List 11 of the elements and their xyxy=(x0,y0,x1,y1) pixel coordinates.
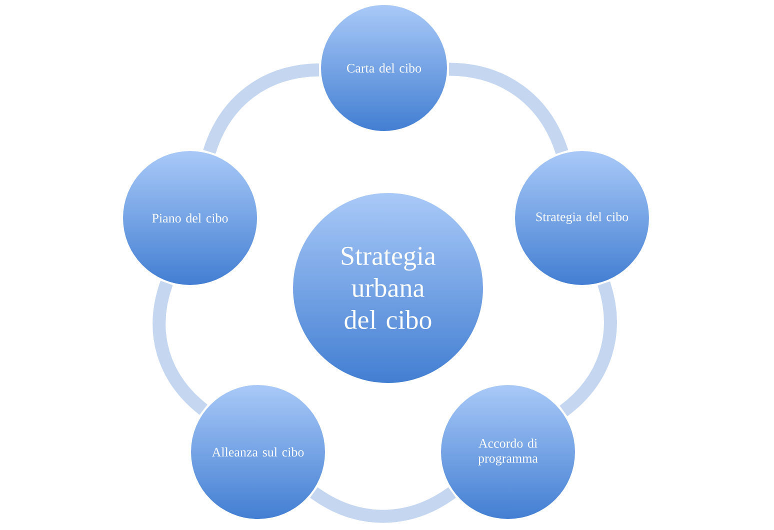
circle-node: Accordo di programma xyxy=(439,382,577,521)
ring-segment xyxy=(152,281,208,415)
circle-node: Alleanza sul cibo xyxy=(189,382,327,521)
ring-segment xyxy=(203,63,320,154)
circle-node: Strategia del cibo xyxy=(513,149,651,287)
ring-segment xyxy=(310,487,456,523)
ring-segment xyxy=(559,282,617,416)
circle-node: Piano del cibo xyxy=(121,149,259,287)
circle-node: Carta del cibo xyxy=(319,3,449,133)
circle-node: Strategia urbana del cibo xyxy=(291,191,485,385)
ring-segment xyxy=(448,62,568,154)
